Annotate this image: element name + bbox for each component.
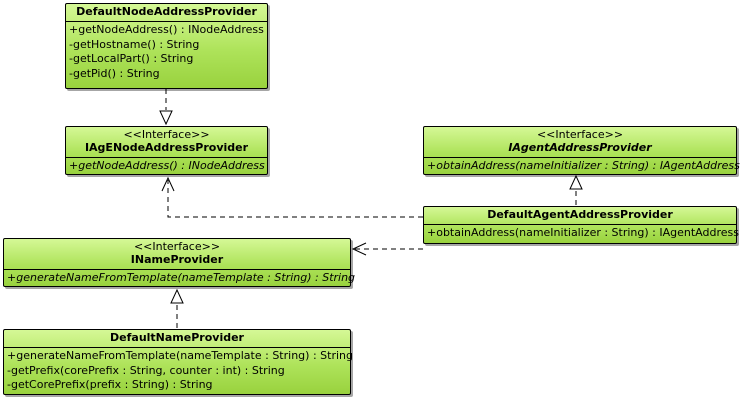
class-name: INameProvider	[130, 253, 224, 266]
operation: +generateNameFromTemplate(nameTemplate :…	[7, 349, 353, 362]
interface-iagent-address-provider[interactable]: <<Interface>> IAgentAddressProvider +obt…	[423, 126, 740, 176]
class-default-node-address-provider[interactable]: DefaultNodeAddressProvider +getNodeAddre…	[65, 3, 268, 89]
class-header: DefaultNodeAddressProvider	[66, 4, 267, 22]
realization-default-name-to-iname	[170, 288, 184, 328]
dependency-default-agent-to-iage-node	[161, 176, 423, 218]
class-default-agent-address-provider[interactable]: DefaultAgentAddressProvider +obtainAddre…	[423, 206, 739, 244]
operations-compartment: +getNodeAddress() : INodeAddress	[66, 158, 267, 176]
stereotype-label: <<Interface>>	[536, 128, 624, 141]
operation: -getPrefix(corePrefix : String, counter …	[7, 363, 285, 377]
class-name: DefaultNameProvider	[110, 331, 244, 344]
class-name: DefaultAgentAddressProvider	[487, 208, 673, 221]
realization-default-node-to-iage-node	[159, 89, 173, 126]
stereotype-label: <<Interface>>	[123, 128, 210, 141]
operations-compartment: +generateNameFromTemplate(nameTemplate :…	[4, 270, 356, 288]
stereotype-label: <<Interface>>	[133, 240, 221, 253]
operation: +obtainAddress(nameInitializer : String)…	[427, 226, 739, 239]
class-name: IAgentAddressProvider	[508, 141, 652, 154]
interface-iage-node-address-provider[interactable]: <<Interface>> IAgENodeAddressProvider +g…	[65, 126, 268, 175]
class-header: <<Interface>> INameProvider	[4, 239, 350, 270]
interface-iname-provider[interactable]: <<Interface>> INameProvider +generateNam…	[3, 238, 356, 288]
class-header: <<Interface>> IAgENodeAddressProvider	[66, 127, 267, 158]
class-header: DefaultNameProvider	[4, 330, 350, 348]
class-name: IAgENodeAddressProvider	[84, 141, 249, 154]
class-header: <<Interface>> IAgentAddressProvider	[424, 127, 736, 158]
operation: +getNodeAddress() : INodeAddress	[69, 159, 265, 172]
operation: -getLocalPart() : String	[69, 52, 194, 65]
operations-compartment: +getNodeAddress() : INodeAddress -getHos…	[66, 22, 267, 83]
operation: -getPid() : String	[69, 66, 160, 80]
operations-compartment: +obtainAddress(nameInitializer : String)…	[424, 158, 740, 176]
operation: -getCorePrefix(prefix : String) : String	[7, 378, 213, 391]
class-header: DefaultAgentAddressProvider	[424, 207, 736, 225]
class-default-name-provider[interactable]: DefaultNameProvider +generateNameFromTem…	[3, 329, 353, 395]
operations-compartment: +obtainAddress(nameInitializer : String)…	[424, 225, 739, 243]
operation: +getNodeAddress() : INodeAddress	[69, 23, 264, 36]
dependency-default-agent-to-iname	[351, 242, 423, 256]
realization-default-agent-to-iagent	[569, 174, 583, 205]
operation: +obtainAddress(nameInitializer : String)…	[427, 159, 740, 172]
operation: -getHostname() : String	[69, 37, 200, 51]
operations-compartment: +generateNameFromTemplate(nameTemplate :…	[4, 348, 353, 395]
class-name: DefaultNodeAddressProvider	[76, 5, 257, 18]
operation: +generateNameFromTemplate(nameTemplate :…	[7, 271, 356, 284]
